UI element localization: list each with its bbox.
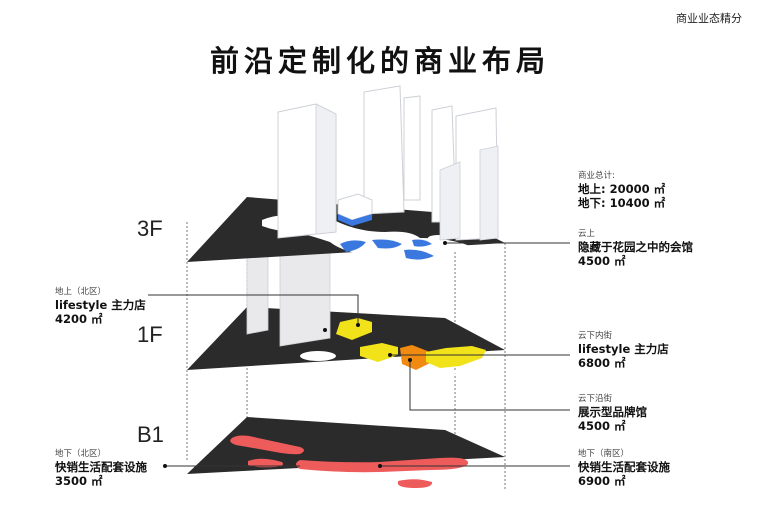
label-inner-street: 云下内街 lifestyle 主力店 6800 ㎡: [578, 330, 669, 370]
tower-shading: [315, 103, 499, 241]
page-title: 前沿定制化的商业布局: [209, 44, 550, 78]
label-north-above: 地上（北区） lifestyle 主力店 4200 ㎡: [55, 286, 146, 326]
1f-retail-blocks: [336, 318, 486, 370]
floor-label-1f: 1F: [137, 322, 163, 347]
label-north-above-name: lifestyle 主力店: [55, 298, 146, 312]
label-street-edge-name: 展示型品牌馆: [578, 405, 647, 419]
label-south-below-name: 快销生活配套设施: [578, 460, 670, 474]
label-cloud-top-name: 隐藏于花园之中的会馆: [578, 240, 693, 254]
label-inner-street-category: 云下内街: [578, 331, 613, 341]
corner-label: 商业业态精分: [676, 12, 742, 25]
floor-label-b1: B1: [137, 422, 164, 447]
summary-above: 地上: 20000 ㎡: [578, 182, 666, 196]
label-street-edge-category: 云下沿街: [578, 394, 613, 404]
label-north-above-category: 地上（北区）: [55, 287, 107, 297]
b1-retail-blocks: [230, 435, 469, 488]
label-cloud-top-category: 云上: [578, 229, 596, 239]
label-inner-street-area: 6800 ㎡: [578, 356, 626, 370]
label-south-below-category: 地下（南区）: [578, 449, 630, 459]
leader-dots: [163, 241, 447, 468]
summary-heading: 商业总计:: [578, 171, 615, 181]
label-north-above-area: 4200 ㎡: [55, 312, 103, 326]
summary-below: 地下: 10400 ㎡: [578, 196, 666, 210]
label-south-below: 地下（南区） 快销生活配套设施 6900 ㎡: [578, 448, 670, 488]
label-cloud-top-area: 4500 ㎡: [578, 254, 626, 268]
leader-lines: [148, 242, 570, 467]
label-street-edge: 云下沿街 展示型品牌馆 4500 ㎡: [578, 393, 647, 433]
label-north-below: 地下（北区） 快销生活配套设施 3500 ㎡: [55, 448, 147, 488]
label-cloud-top: 云上 隐藏于花园之中的会馆 4500 ㎡: [578, 228, 693, 268]
floor-label-3f: 3F: [137, 216, 163, 241]
label-south-below-area: 6900 ㎡: [578, 474, 626, 488]
3f-club-blocks: [340, 239, 434, 260]
label-inner-street-name: lifestyle 主力店: [578, 342, 669, 356]
label-north-below-category: 地下（北区）: [55, 449, 107, 459]
summary-block: 商业总计: 地上: 20000 ㎡ 地下: 10400 ㎡: [578, 170, 665, 210]
podium-block: [337, 193, 373, 226]
label-north-below-name: 快销生活配套设施: [55, 460, 147, 474]
label-north-below-area: 3500 ㎡: [55, 474, 103, 488]
label-street-edge-area: 4500 ㎡: [578, 419, 626, 433]
